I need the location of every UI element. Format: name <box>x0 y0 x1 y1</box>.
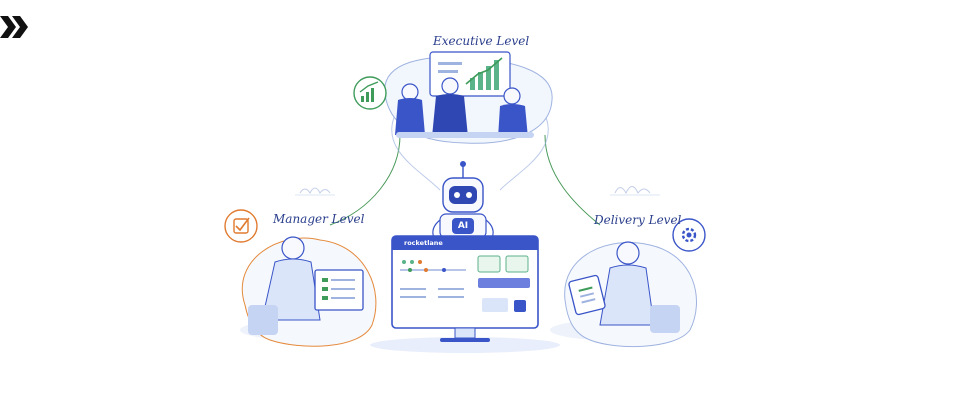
growth-chart-icon <box>353 76 387 110</box>
double-chevron-right-icon[interactable] <box>0 16 30 38</box>
manager-scene <box>241 236 377 347</box>
manager-level-label: Manager Level <box>273 212 365 226</box>
executive-level-label: Executive Level <box>433 34 530 48</box>
monitor <box>391 235 539 342</box>
connector-exec-manager <box>329 134 401 226</box>
ai-robot <box>432 161 494 239</box>
gear-icon <box>672 218 706 252</box>
ai-badge: AI <box>457 221 469 231</box>
executive-scene <box>384 51 553 144</box>
ground-shadow <box>370 337 560 353</box>
delivery-scene <box>564 241 697 347</box>
delivery-level-label: Delivery Level <box>594 213 682 227</box>
monitor-brand-label: rocketlane <box>404 239 443 247</box>
connector-exec-delivery <box>544 134 601 226</box>
checkbox-task-icon <box>224 209 258 243</box>
